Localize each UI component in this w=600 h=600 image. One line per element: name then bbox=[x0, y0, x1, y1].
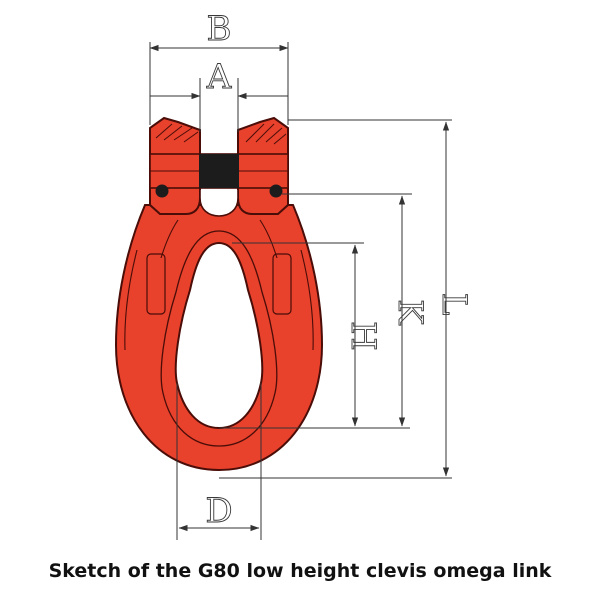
link-body-shape bbox=[114, 204, 324, 472]
omega-link-body bbox=[114, 204, 324, 472]
clevis-head bbox=[149, 116, 289, 217]
dim-label-d: D bbox=[205, 491, 232, 531]
dim-label-l: L bbox=[434, 293, 474, 316]
dim-label-b: B bbox=[207, 9, 232, 49]
link-outer-contour bbox=[124, 249, 138, 351]
link-outer-contour-right bbox=[300, 249, 314, 351]
dimension-lines bbox=[149, 42, 452, 540]
clevis-slot bbox=[199, 190, 239, 217]
shoulder-line-left bbox=[160, 219, 179, 259]
dim-label-k: K bbox=[390, 299, 430, 325]
jaw-hatching bbox=[155, 123, 287, 145]
dim-label-a: A bbox=[206, 57, 232, 97]
right-retaining-pin bbox=[269, 184, 283, 198]
link-inner-contour bbox=[160, 230, 278, 447]
clevis-pin bbox=[199, 154, 239, 188]
figure-caption: Sketch of the G80 low height clevis omeg… bbox=[48, 560, 552, 582]
shoulder-line-right bbox=[259, 219, 278, 259]
dim-label-h: H bbox=[343, 321, 383, 351]
left-recess bbox=[146, 253, 166, 315]
right-recess bbox=[272, 253, 292, 315]
left-retaining-pin bbox=[155, 184, 169, 198]
